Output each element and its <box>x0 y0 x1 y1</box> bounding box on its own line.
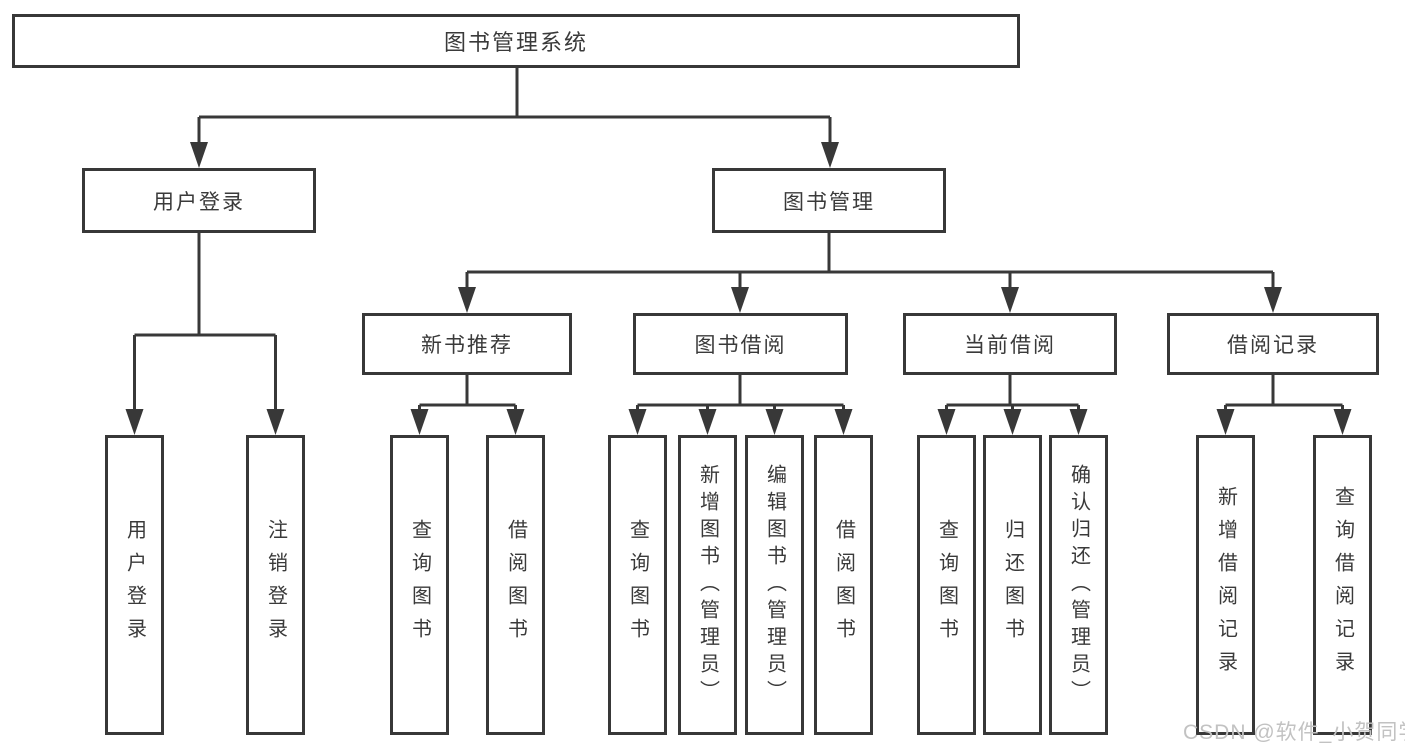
node-query-books-borrowing: 查询图书 <box>608 435 667 735</box>
node-confirm-return-admin: 确认归还（管理员） <box>1049 435 1108 735</box>
node-library-system: 图书管理系统 <box>12 14 1020 68</box>
node-borrow-books-borrowing: 借阅图书 <box>814 435 873 735</box>
node-user-login: 用户登录 <box>82 168 316 233</box>
node-edit-book-admin: 编辑图书（管理员） <box>745 435 804 735</box>
arrowhead-icons <box>125 142 1352 435</box>
node-query-borrow-record: 查询借阅记录 <box>1313 435 1372 735</box>
node-query-books-recommend: 查询图书 <box>390 435 449 735</box>
node-current-borrowing: 当前借阅 <box>903 313 1117 375</box>
node-new-book-recommend: 新书推荐 <box>362 313 572 375</box>
node-return-book: 归还图书 <box>983 435 1042 735</box>
node-borrowing-records: 借阅记录 <box>1167 313 1379 375</box>
node-add-book-admin: 新增图书（管理员） <box>678 435 737 735</box>
node-add-borrow-record: 新增借阅记录 <box>1196 435 1255 735</box>
node-user-login-action: 用户登录 <box>105 435 164 735</box>
node-logout-action: 注销登录 <box>246 435 305 735</box>
node-book-borrowing: 图书借阅 <box>633 313 848 375</box>
csdn-watermark: CSDN @软件_小贺同学 <box>1183 721 1405 744</box>
node-query-books-current: 查询图书 <box>917 435 976 735</box>
node-borrow-books-recommend: 借阅图书 <box>486 435 545 735</box>
node-book-management: 图书管理 <box>712 168 946 233</box>
